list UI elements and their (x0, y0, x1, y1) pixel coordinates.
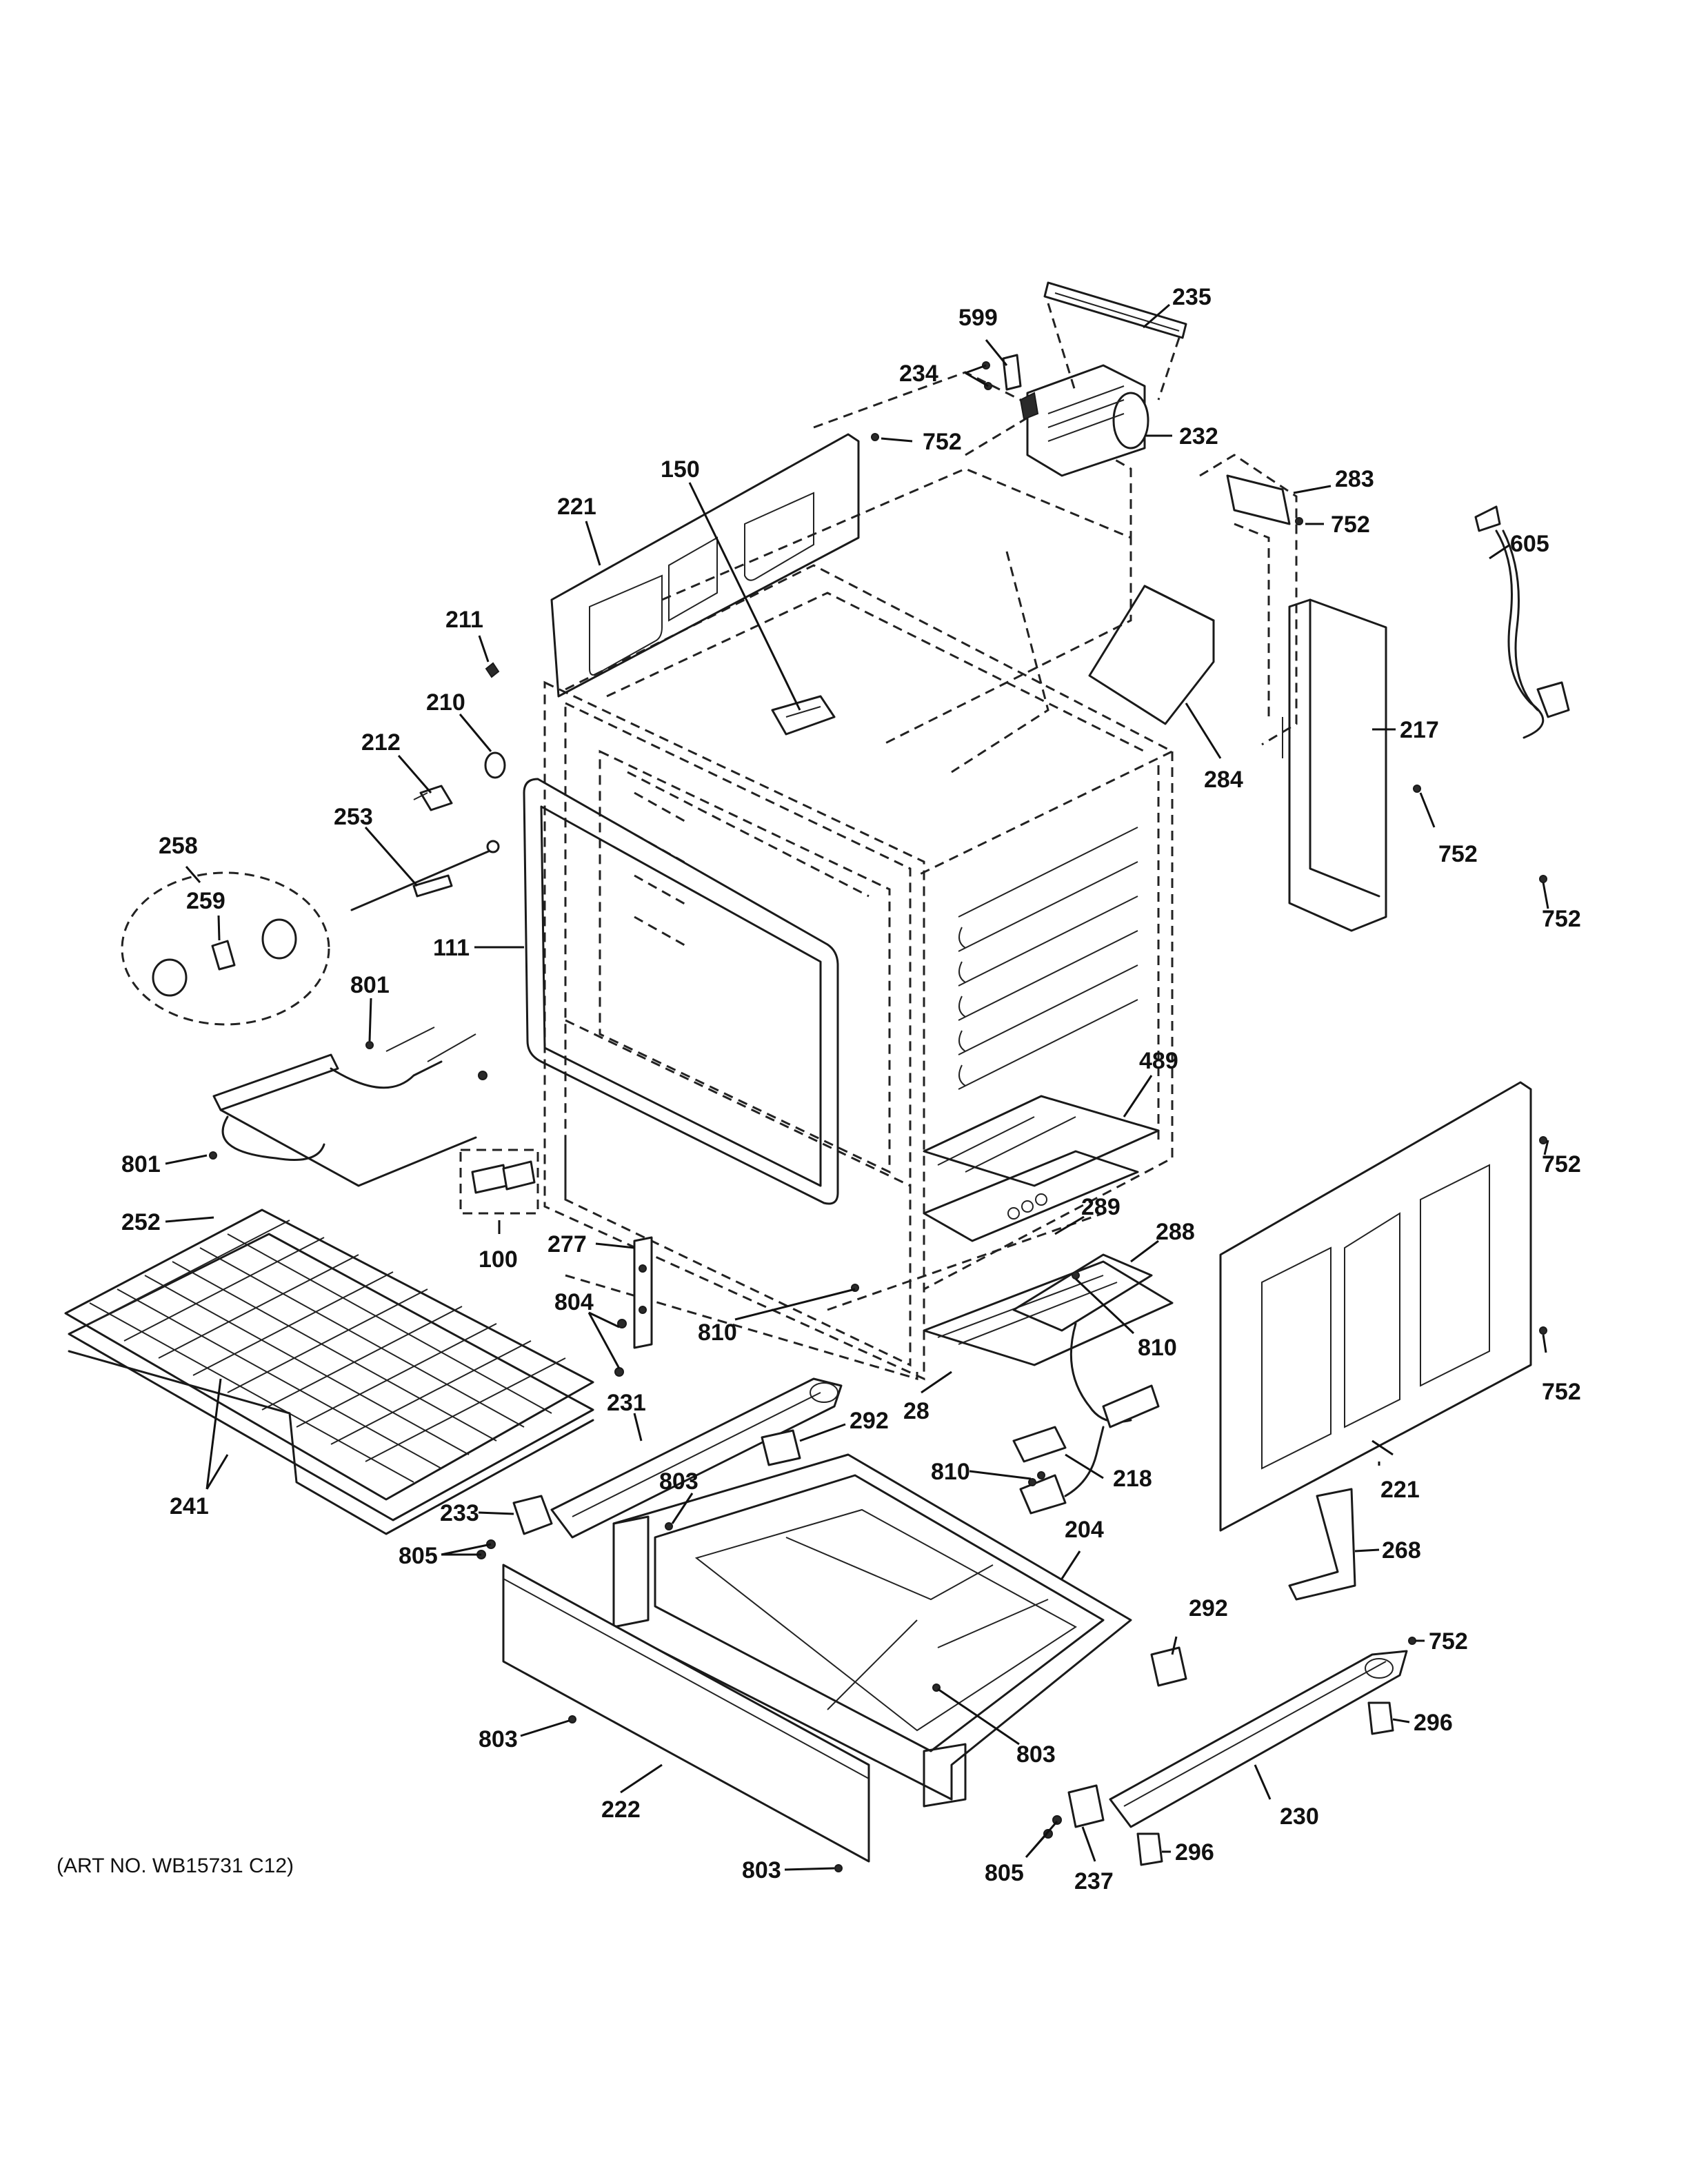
callout-233: 233 (440, 1500, 479, 1526)
callout-752-panel-mid: 752 (1542, 1151, 1581, 1177)
callout-28: 28 (903, 1398, 930, 1424)
leader-lines (165, 303, 1549, 1871)
lower-burner-frame (923, 1260, 1174, 1366)
callout-253: 253 (334, 804, 373, 830)
callout-803-drawer: 803 (659, 1468, 699, 1495)
callout-292-upper: 292 (850, 1408, 889, 1434)
callout-284: 284 (1204, 767, 1243, 793)
drawer-front (502, 1564, 870, 1863)
knob-kit (121, 871, 330, 1026)
callout-212: 212 (361, 729, 401, 756)
heat-shield-strip (1043, 281, 1187, 339)
callout-805-left: 805 (399, 1543, 438, 1569)
callout-752-vent: 752 (1331, 512, 1370, 538)
callout-296-lower: 296 (1175, 1839, 1214, 1866)
callout-752-panel-bottom: 752 (1542, 1379, 1581, 1405)
callout-805-right: 805 (985, 1860, 1024, 1886)
door-gasket (523, 778, 839, 1205)
callout-259: 259 (186, 888, 225, 914)
oven-racks (64, 1209, 594, 1535)
callout-810-left: 810 (698, 1320, 737, 1346)
callout-283: 283 (1335, 466, 1374, 492)
callout-204: 204 (1065, 1517, 1104, 1543)
oven-bottom (923, 1095, 1160, 1242)
callout-100: 100 (479, 1246, 518, 1273)
power-cord (1474, 505, 1570, 739)
callout-111: 111 (433, 935, 470, 961)
sensor-probe (350, 840, 500, 911)
callout-801-lower: 801 (121, 1151, 161, 1177)
slide-clips (761, 1429, 1187, 1687)
callout-752-slide: 752 (1429, 1628, 1468, 1655)
callout-labels: 235 599 234 232 752 150 221 283 752 605 … (121, 284, 1581, 1894)
callout-268: 268 (1382, 1537, 1421, 1564)
callout-234: 234 (899, 361, 938, 387)
callout-150: 150 (661, 456, 700, 483)
callout-803-front: 803 (479, 1726, 518, 1752)
callout-217: 217 (1400, 717, 1439, 743)
callout-489: 489 (1139, 1048, 1178, 1074)
callout-218: 218 (1113, 1466, 1152, 1492)
side-panel-upper (550, 433, 860, 698)
callout-241: 241 (170, 1493, 209, 1519)
callout-232: 232 (1179, 423, 1218, 449)
igniter (1012, 1426, 1067, 1463)
callout-235: 235 (1172, 284, 1212, 310)
callout-252: 252 (121, 1209, 161, 1235)
callout-752-panel-top: 752 (1542, 906, 1581, 932)
callout-237: 237 (1074, 1868, 1114, 1894)
convection-fan (1019, 364, 1149, 477)
callout-810-lower: 810 (931, 1459, 970, 1485)
callout-289: 289 (1081, 1194, 1121, 1220)
callout-288: 288 (1156, 1219, 1195, 1245)
terminal-block (459, 1149, 539, 1215)
latch-bracket (771, 695, 836, 736)
callout-810-right: 810 (1138, 1335, 1177, 1361)
callout-230: 230 (1280, 1803, 1319, 1830)
callout-801-upper: 801 (350, 972, 390, 998)
anti-tip-bracket (1288, 1488, 1356, 1601)
callout-292-lower: 292 (1189, 1595, 1228, 1621)
small-hardware (413, 662, 506, 811)
callout-258: 258 (159, 833, 198, 859)
callout-803-bottom: 803 (742, 1857, 781, 1883)
callout-605: 605 (1510, 531, 1549, 557)
callout-599: 599 (958, 305, 998, 331)
broil-element (212, 1027, 488, 1187)
leveling-legs (1136, 1701, 1394, 1866)
drawer-slide-right (1109, 1650, 1408, 1828)
callout-803-right: 803 (1016, 1741, 1056, 1768)
screws (209, 433, 1547, 1872)
callout-277: 277 (547, 1231, 587, 1257)
callout-752-top: 752 (923, 429, 962, 455)
callout-222: 222 (601, 1797, 641, 1823)
callout-231: 231 (607, 1390, 646, 1416)
vent-duct (1088, 585, 1215, 725)
side-panel-lower (1219, 1081, 1532, 1532)
callout-221-lower: 221 (1380, 1477, 1420, 1503)
drawer-brackets (476, 1495, 1105, 1839)
callout-221-upper: 221 (557, 494, 596, 520)
callout-804: 804 (554, 1289, 594, 1315)
callout-752-side: 752 (1438, 841, 1478, 867)
callout-211: 211 (445, 607, 483, 633)
side-trim (1282, 598, 1387, 932)
art-number: (ART NO. WB15731 C12) (57, 1854, 294, 1877)
callout-296-upper: 296 (1414, 1710, 1453, 1736)
drawer-slide-left (550, 1377, 843, 1539)
hinge-bracket (614, 1236, 653, 1377)
vent-trim (1226, 474, 1291, 525)
callout-210: 210 (426, 689, 465, 716)
